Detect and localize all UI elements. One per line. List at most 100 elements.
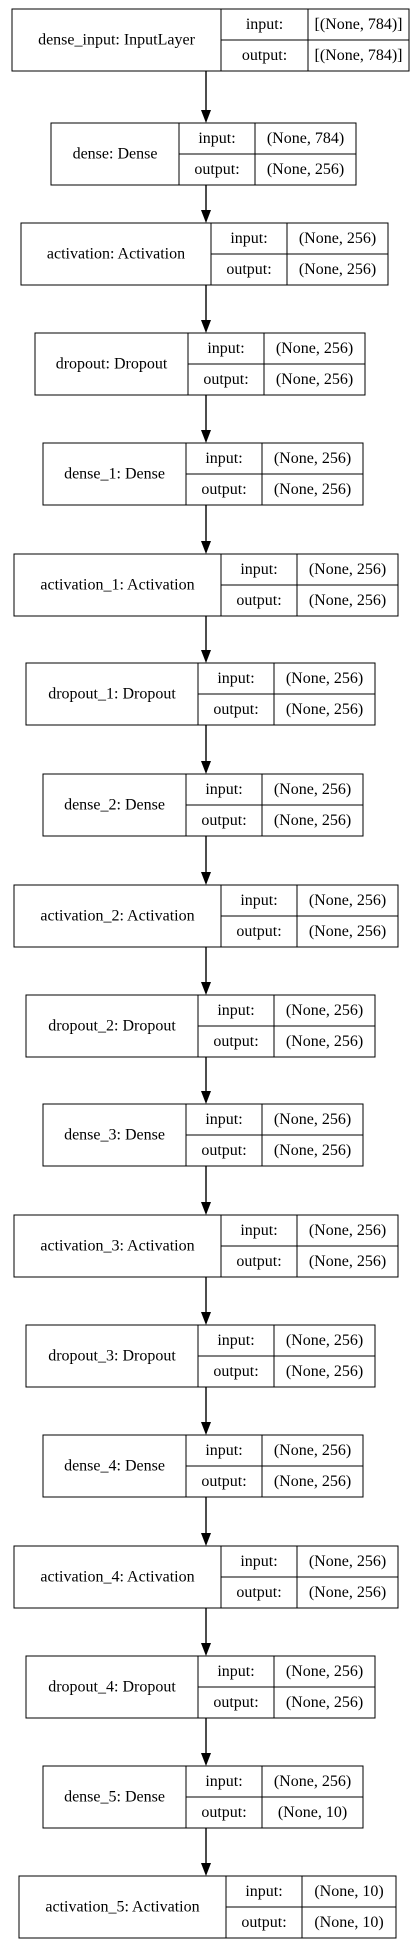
layer-name: dropout_3: Dropout — [48, 1348, 176, 1365]
layer-box — [25, 1655, 376, 1719]
arrow-head-icon — [201, 541, 211, 554]
output-label: output: — [201, 1142, 246, 1159]
output-label: output: — [201, 481, 246, 498]
output-shape: (None, 256) — [286, 1694, 363, 1711]
input-label: input: — [205, 1773, 242, 1790]
output-label: output: — [201, 812, 246, 829]
input-shape: (None, 256) — [274, 450, 351, 467]
input-label: input: — [230, 230, 267, 247]
output-shape: (None, 256) — [309, 1253, 386, 1270]
input-shape: (None, 256) — [309, 1222, 386, 1239]
layer-name: activation: Activation — [47, 246, 185, 263]
output-label: output: — [203, 371, 248, 388]
output-shape: (None, 256) — [274, 812, 351, 829]
output-shape: (None, 256) — [299, 261, 376, 278]
layer-node: activation: Activation input: output: (None… — [20, 222, 389, 286]
layer-node: activation_3: Activation input: output: (No… — [13, 1214, 399, 1278]
layer-name: dense_2: Dense — [64, 797, 165, 814]
arrow-head-icon — [201, 1312, 211, 1325]
input-label: input: — [205, 450, 242, 467]
layer-node: activation_1: Activationinput:output:(No… — [13, 553, 399, 617]
edges — [201, 71, 211, 1876]
output-shape: (None, 256) — [286, 1363, 363, 1380]
arrow-head-icon — [201, 1422, 211, 1435]
input-shape: (None, 784) — [267, 130, 344, 147]
layer-name: dense_4: Dense — [64, 1458, 165, 1475]
layer-name: dropout_4: Dropout — [48, 1679, 176, 1696]
output-label: output: — [236, 1253, 281, 1270]
layer-name: dense_5: Dense — [64, 1789, 165, 1806]
input-shape: (None, 256) — [299, 230, 376, 247]
input-shape: (None, 10) — [314, 1883, 383, 1900]
input-label: input: — [240, 1222, 277, 1239]
input-label: input: — [217, 670, 254, 687]
output-label: output: — [213, 701, 258, 718]
arrow-head-icon — [201, 210, 211, 223]
layer-node: dropout_3: Dropout input: output: (None, 25… — [25, 1324, 376, 1388]
layer-name: dropout_1: Dropout — [48, 686, 176, 703]
output-label: output: — [194, 161, 239, 178]
output-shape: (None, 10) — [278, 1804, 347, 1821]
layer-name: dense: Dense — [73, 146, 158, 163]
input-shape: [(None, 784)] — [315, 16, 403, 33]
layer-name: dropout_2: Dropout — [48, 1018, 176, 1035]
arrow-head-icon — [201, 761, 211, 774]
output-shape: [(None, 784)] — [315, 47, 403, 64]
output-shape: (None, 256) — [276, 371, 353, 388]
output-label: output: — [213, 1033, 258, 1050]
output-shape: (None, 256) — [309, 923, 386, 940]
layer-name: activation_1: Activation — [40, 577, 194, 594]
arrow-head-icon — [201, 1091, 211, 1104]
arrow-head-icon — [201, 872, 211, 885]
arrow-head-icon — [201, 1533, 211, 1546]
output-shape: (None, 256) — [274, 1473, 351, 1490]
input-label: input: — [217, 1663, 254, 1680]
input-label: input: — [198, 130, 235, 147]
arrow-head-icon — [201, 320, 211, 333]
input-shape: (None, 256) — [274, 1773, 351, 1790]
layer-node: dense_1: Dense input: output: (None, 256) (N… — [42, 442, 364, 506]
input-label: input: — [240, 1553, 277, 1570]
output-shape: (None, 256) — [274, 481, 351, 498]
output-shape: (None, 256) — [274, 1142, 351, 1159]
arrow-head-icon — [201, 1643, 211, 1656]
output-shape: (None, 256) — [286, 701, 363, 718]
output-label: output: — [213, 1363, 258, 1380]
output-shape: (None, 10) — [314, 1914, 383, 1931]
arrow-head-icon — [201, 1863, 211, 1876]
layer-name: activation_3: Activation — [40, 1238, 194, 1255]
layer-node: dense_input: InputLayerinput:output:[(No… — [11, 8, 410, 72]
arrow-head-icon — [201, 110, 211, 123]
output-label: output: — [236, 1584, 281, 1601]
arrow-head-icon — [201, 430, 211, 443]
output-label: output: — [213, 1694, 258, 1711]
input-label: input: — [217, 1332, 254, 1349]
output-label: output: — [226, 261, 271, 278]
layer-name: activation_4: Activation — [40, 1569, 194, 1586]
input-shape: (None, 256) — [309, 892, 386, 909]
layer-name: activation_2: Activation — [40, 908, 194, 925]
layer-node: activation_2: Activation input: output: (No… — [13, 884, 399, 948]
output-shape: (None, 256) — [309, 1584, 386, 1601]
output-shape: (None, 256) — [309, 592, 386, 609]
input-label: input: — [205, 1111, 242, 1128]
input-shape: (None, 256) — [286, 1663, 363, 1680]
input-shape: (None, 256) — [286, 1332, 363, 1349]
output-label: output: — [201, 1473, 246, 1490]
output-label: output: — [236, 923, 281, 940]
layer-name: dense_1: Dense — [64, 466, 165, 483]
input-label: input: — [207, 340, 244, 357]
layer-node: dropout_4: Dropout input: output: (None, 25… — [25, 1655, 376, 1719]
arrow-head-icon — [201, 982, 211, 995]
input-label: input: — [240, 892, 277, 909]
input-shape: (None, 256) — [276, 340, 353, 357]
input-shape: (None, 256) — [286, 670, 363, 687]
arrow-head-icon — [201, 1753, 211, 1766]
input-label: input: — [205, 781, 242, 798]
